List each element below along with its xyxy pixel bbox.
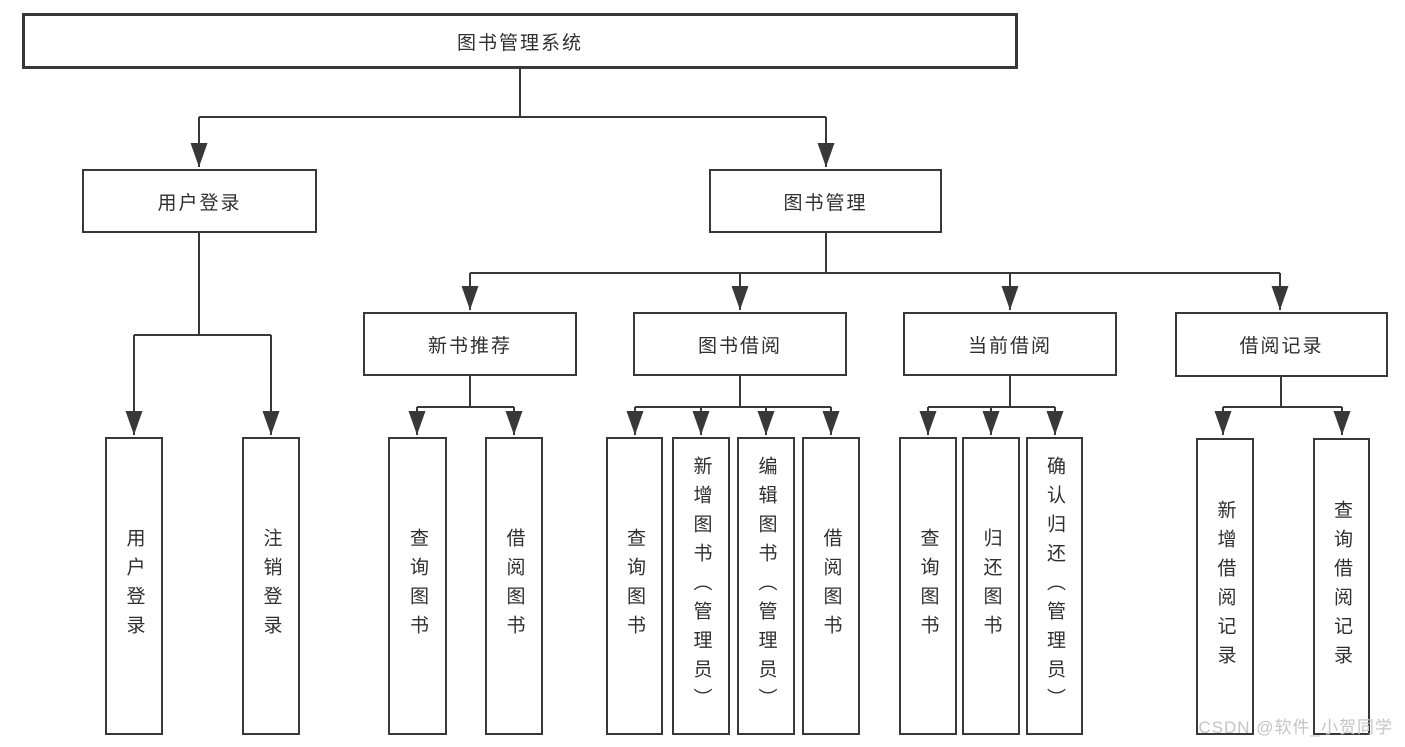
leaf-add-borrow-record-label: 新增借阅记录 [1214, 499, 1236, 674]
node-book-borrowing: 图书借阅 [633, 312, 847, 376]
node-borrowing-records: 借阅记录 [1175, 312, 1388, 377]
leaf-borrow-books-recommend-label: 借阅图书 [503, 528, 525, 644]
leaf-query-books-borrowing-label: 查询图书 [624, 528, 645, 644]
leaf-return-books: 归还图书 [962, 437, 1020, 735]
node-user-login-label: 用户登录 [157, 192, 242, 214]
leaf-add-books-admin: 新增图书（管理员） [672, 437, 730, 735]
leaf-query-books-current: 查询图书 [899, 437, 957, 735]
leaf-borrow-books-borrowing: 借阅图书 [802, 437, 860, 735]
leaf-user-login: 用户登录 [105, 437, 163, 735]
node-book-management: 图书管理 [709, 169, 942, 233]
leaf-borrow-books-borrowing-label: 借阅图书 [820, 528, 842, 644]
node-book-borrowing-label: 图书借阅 [697, 335, 782, 357]
leaf-logout: 注销登录 [242, 437, 300, 735]
node-borrowing-records-label: 借阅记录 [1239, 336, 1324, 357]
leaf-confirm-return-admin-label: 确认归还（管理员） [1044, 455, 1065, 717]
leaf-borrow-books-recommend: 借阅图书 [485, 437, 543, 735]
node-current-borrowing-label: 当前借阅 [967, 335, 1052, 357]
leaf-logout-label: 注销登录 [260, 528, 282, 644]
leaf-add-borrow-record: 新增借阅记录 [1196, 438, 1254, 735]
node-current-borrowing: 当前借阅 [903, 312, 1117, 376]
node-user-login: 用户登录 [82, 169, 317, 233]
leaf-return-books-label: 归还图书 [980, 528, 1002, 644]
leaf-query-books-current-label: 查询图书 [917, 528, 939, 644]
leaf-query-borrow-record: 查询借阅记录 [1313, 438, 1370, 735]
leaf-query-borrow-record-label: 查询借阅记录 [1331, 499, 1352, 674]
leaf-query-books-recommend: 查询图书 [388, 437, 447, 735]
node-new-book-recommendation: 新书推荐 [363, 312, 577, 376]
leaf-user-login-label: 用户登录 [123, 528, 145, 644]
node-book-management-label: 图书管理 [783, 192, 868, 214]
leaf-query-books-recommend-label: 查询图书 [407, 528, 428, 644]
node-root: 图书管理系统 [22, 13, 1018, 69]
watermark: CSDN @软件_小贺同学 [1198, 718, 1393, 737]
leaf-confirm-return-admin: 确认归还（管理员） [1026, 437, 1083, 735]
node-root-label: 图书管理系统 [456, 32, 583, 54]
leaf-edit-books-admin: 编辑图书（管理员） [737, 437, 795, 735]
leaf-query-books-borrowing: 查询图书 [606, 437, 663, 735]
leaf-edit-books-admin-label: 编辑图书（管理员） [755, 455, 777, 717]
leaf-add-books-admin-label: 新增图书（管理员） [690, 455, 712, 717]
node-new-book-recommendation-label: 新书推荐 [427, 335, 512, 357]
